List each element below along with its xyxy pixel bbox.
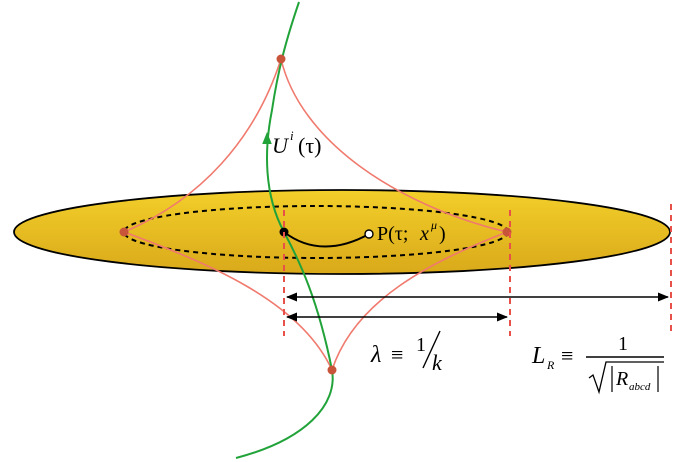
lambda-equiv: ≡ — [391, 342, 403, 367]
event-point-top — [276, 54, 286, 64]
lambda-numerator: 1 — [416, 334, 426, 356]
worldline-argument: (τ) — [298, 133, 322, 158]
light-cone — [123, 58, 508, 371]
worldline-symbol: U — [272, 133, 290, 158]
cone-lower-right — [331, 231, 508, 371]
worldline-label: U i (τ) — [272, 128, 322, 158]
curvature-label: L R ≡ 1 R abcd — [531, 333, 664, 395]
curvature-denominator-subscript: abcd — [629, 381, 651, 393]
event-point-bottom — [327, 365, 337, 375]
curvature-lhs: L — [531, 343, 545, 369]
sqrt-radical-icon — [588, 361, 664, 395]
worldline-superscript: i — [290, 128, 294, 143]
dashed-markers — [283, 204, 672, 336]
point-label-superscript: μ — [430, 218, 437, 232]
lambda-slash — [422, 330, 441, 369]
point-label-coord: x — [419, 223, 429, 245]
wavelength-label: λ ≡ 1 k — [370, 330, 443, 375]
point-label-text: P(τ; — [377, 223, 408, 245]
point-p-marker — [364, 229, 374, 239]
cone-upper-right — [280, 58, 508, 233]
lambda-denominator: k — [432, 350, 443, 375]
curvature-numerator: 1 — [618, 333, 628, 355]
curvature-lhs-subscript: R — [546, 358, 555, 372]
deviation-curve — [283, 231, 370, 248]
lambda-symbol: λ — [370, 342, 381, 368]
curvature-denominator-symbol: R — [615, 368, 628, 390]
point-label-close: ) — [439, 223, 446, 245]
curvature-equiv: ≡ — [561, 343, 573, 368]
cone-upper-left — [123, 58, 282, 233]
event-point-left — [119, 227, 129, 237]
point-label: P(τ; x μ ) — [377, 218, 446, 245]
spatial-slice-disk — [13, 189, 671, 275]
cone-lower-left — [123, 231, 333, 371]
